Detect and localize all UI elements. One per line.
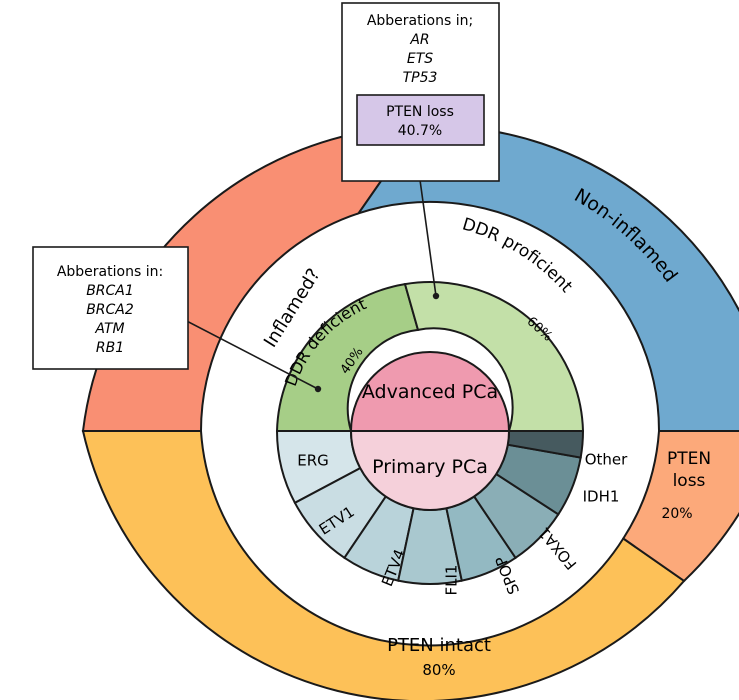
advanced-pca-center xyxy=(349,351,511,432)
subtype-label-foxa1: FOXA1 xyxy=(535,524,581,574)
subtype-label-fli1: FLI1 xyxy=(443,565,461,596)
gene-ets: ETS xyxy=(407,51,433,67)
pten-intact-pct: 80% xyxy=(422,661,455,679)
subtype-label-spop: SPOP xyxy=(492,554,523,597)
gene-ar: AR xyxy=(409,32,429,48)
ddr-proficient-leader-line xyxy=(419,179,437,297)
pten-loss-inner-pct: 40.7% xyxy=(398,123,442,139)
ddr-deficient-callout-box xyxy=(32,246,189,370)
ddr-deficient-marker-dot xyxy=(314,385,322,393)
ddr-deficient-callout-heading: Abberations in: xyxy=(57,264,163,280)
gene-brca2: BRCA2 xyxy=(86,302,134,318)
pten-loss-inner-label: PTEN loss xyxy=(386,104,454,120)
pten-loss-inner-box xyxy=(356,94,485,146)
subtype-label-idh1: IDH1 xyxy=(583,488,620,506)
primary-pca-center xyxy=(349,430,511,511)
pten-loss-label-line2: loss xyxy=(673,471,706,491)
ddr-proficient-callout-box xyxy=(341,2,500,182)
pten-loss-segment xyxy=(621,430,739,583)
pten-intact-label: PTEN intact xyxy=(387,635,491,656)
gene-brca1: BRCA1 xyxy=(86,283,134,299)
gene-tp53: TP53 xyxy=(403,70,438,86)
gene-atm: ATM xyxy=(94,321,124,337)
pten-loss-label-line1: PTEN xyxy=(667,449,711,469)
ddr-proficient-marker-dot xyxy=(432,292,440,300)
primary-pca-label: Primary PCa xyxy=(372,456,488,478)
advanced-pca-label: Advanced PCa xyxy=(362,381,498,403)
ddr-proficient-callout-heading: Abberations in; xyxy=(367,13,473,29)
pten-loss-pct: 20% xyxy=(661,506,692,522)
subtype-label-erg: ERG xyxy=(297,452,329,470)
subtype-label-other: Other xyxy=(585,451,628,469)
gene-rb1: RB1 xyxy=(96,340,124,356)
